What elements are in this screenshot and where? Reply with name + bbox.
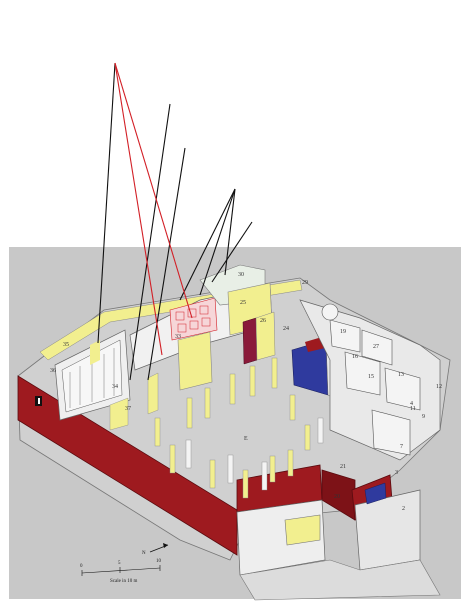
room-label-24: 24	[283, 326, 289, 332]
room-label-27: 27	[373, 344, 379, 350]
room-label-30: 30	[238, 272, 244, 278]
room-label-35: 35	[63, 342, 69, 348]
room-label-19: 19	[340, 329, 346, 335]
leader-lines-black	[97, 62, 253, 381]
north-arrow: N	[142, 543, 169, 556]
west-fresco-lines	[69, 348, 115, 408]
north-arrow-label: N	[142, 551, 146, 556]
peristyle-columns	[154, 357, 324, 499]
room-label-3: 3	[395, 470, 398, 476]
room-label-33: 33	[175, 334, 181, 340]
room-label-2: 2	[402, 506, 405, 512]
front-wing-outline	[239, 559, 441, 601]
room-label-4: 4	[410, 401, 413, 407]
north-red-fresco-pattern	[175, 305, 211, 333]
north-yellow-room-2	[177, 331, 213, 391]
courtyard-label-e: E	[244, 436, 248, 442]
maroon-pillar-wall	[242, 317, 258, 365]
room-label-7: 7	[400, 444, 403, 450]
room-label-20: 20	[334, 494, 340, 500]
room-label-36: 36	[50, 368, 56, 374]
left-exterior-red-wall	[17, 375, 238, 556]
room-label-12: 12	[436, 384, 442, 390]
room-label-9: 9	[422, 414, 425, 420]
scale-bar: 0 5 10 Scale in 10 m	[80, 559, 162, 584]
scale-tick-5: 5	[118, 561, 121, 566]
north-red-fresco	[169, 297, 218, 341]
entrance-blue-panel	[364, 482, 387, 505]
scale-caption: Scale in 10 m	[110, 579, 137, 584]
room-label-16: 16	[352, 354, 358, 360]
room-label-29: 29	[302, 280, 308, 286]
east-rotunda	[321, 303, 339, 321]
east-room-dividers	[329, 319, 421, 456]
room-label-37: 37	[125, 406, 131, 412]
room-label-25: 25	[240, 300, 246, 306]
room-label-11: 11	[410, 406, 416, 412]
west-room-yellow-panel-3	[147, 372, 159, 415]
scale-tick-0: 0	[80, 564, 83, 569]
scale-tick-10: 10	[156, 559, 162, 564]
yellow-pillar-wall	[255, 311, 276, 361]
room-label-13: 13	[398, 372, 404, 378]
room-label-26: 26	[260, 318, 266, 324]
leader-lines-red	[114, 62, 193, 356]
front-room-yellow	[284, 514, 321, 546]
west-room-yellow-panel-2	[109, 397, 129, 431]
room-labels: 30 26 25 24 19 27 16 15 13 12 11 9 7 4 3…	[50, 272, 442, 512]
left-wall-window-inner	[38, 398, 40, 404]
west-room-yellow-panel-1	[90, 340, 100, 365]
room-label-21: 21	[340, 464, 346, 470]
room-label-15: 15	[368, 374, 374, 380]
room-label-34: 34	[112, 384, 118, 390]
